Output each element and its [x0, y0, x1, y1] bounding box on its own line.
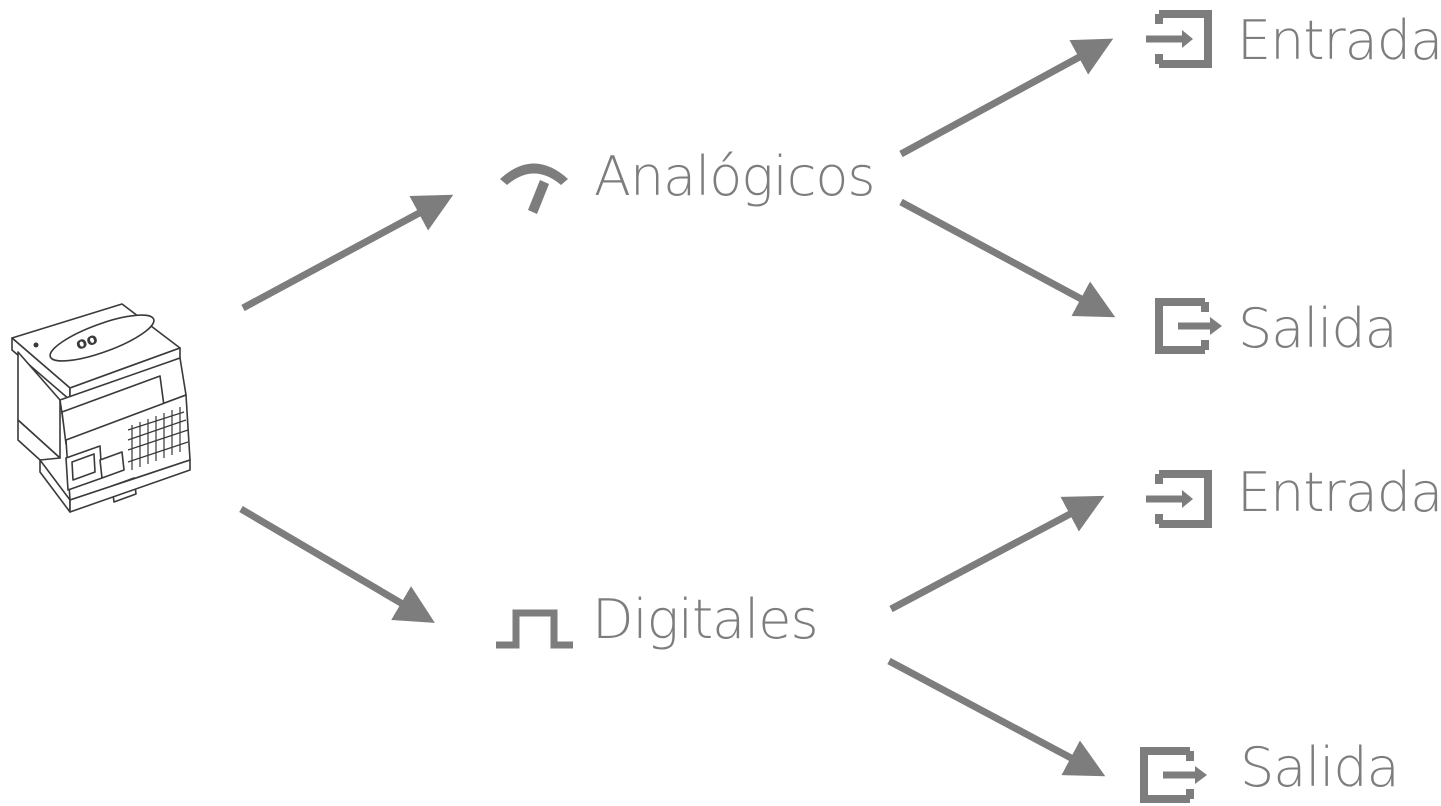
- digital-label: Digitales: [592, 588, 819, 651]
- logout-icon: [1140, 747, 1207, 803]
- digital-input-label: Entrada: [1237, 461, 1441, 524]
- din-rail-controller-icon: oo: [11, 303, 191, 513]
- logout-icon: [1155, 298, 1222, 354]
- analog-output-label: Salida: [1238, 297, 1398, 360]
- digital-output-label: Salida: [1240, 736, 1400, 799]
- arrow-device-to-digital: [239, 505, 435, 623]
- arrow-analog-to-output: [899, 198, 1116, 318]
- arrow-digital-to-output: [887, 657, 1106, 777]
- login-icon: [1146, 10, 1212, 68]
- analog-input-label: Entrada: [1237, 9, 1441, 72]
- square-pulse-icon: [496, 609, 573, 649]
- arrow-analog-to-input: [899, 38, 1114, 158]
- arrow-digital-to-input: [889, 495, 1105, 613]
- login-icon: [1146, 470, 1212, 528]
- arrow-device-to-analog: [241, 194, 454, 312]
- analog-label: Analógicos: [594, 145, 876, 208]
- gauge-icon: [500, 163, 568, 214]
